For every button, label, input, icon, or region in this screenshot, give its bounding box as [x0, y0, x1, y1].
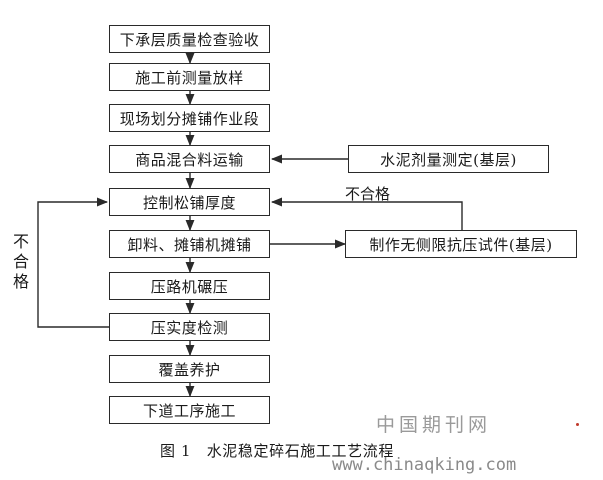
step-rolling: 压路机碾压 [109, 272, 270, 300]
box-specimen: 制作无侧限抗压试件(基层) [345, 230, 577, 258]
arrow-compaction-fail-loop [37, 197, 109, 328]
step-curing: 覆盖养护 [109, 355, 270, 383]
step-compaction-test: 压实度检测 [109, 313, 270, 341]
figure-caption: 图 1 水泥稳定碎石施工工艺流程 [160, 442, 394, 460]
watermark-url: www.chinaqking.com [332, 455, 517, 475]
step-divide-sections: 现场划分摊铺作业段 [109, 104, 270, 132]
step-next-process: 下道工序施工 [109, 396, 270, 424]
fail-label-left: 不合格 [12, 232, 29, 291]
arrow-specimen-fail-loop [270, 197, 463, 230]
step-base-inspection: 下承层质量检查验收 [109, 25, 270, 53]
step-mix-transport: 商品混合料运输 [109, 145, 270, 173]
fail-label-right: 不合格 [345, 185, 391, 203]
watermark-site-name: 中国期刊网 [376, 414, 492, 436]
step-unload-paving: 卸料、摊铺机摊铺 [109, 230, 270, 258]
step-control-thickness: 控制松铺厚度 [109, 188, 270, 216]
red-mark [576, 423, 579, 426]
box-cement-dosage: 水泥剂量测定(基层) [348, 145, 549, 173]
step-survey-staking: 施工前测量放样 [109, 63, 270, 91]
